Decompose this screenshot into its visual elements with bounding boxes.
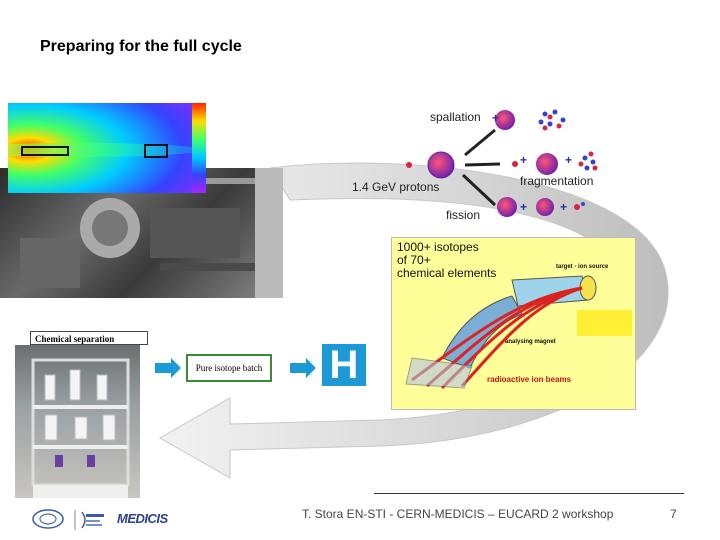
- simulation-heatmap: [0, 103, 203, 193]
- hospital-icon: H: [322, 344, 366, 386]
- heatmap-colorbar: [192, 103, 206, 193]
- medicis-logo: MEDICIS: [117, 511, 168, 526]
- spallation-label: spallation: [430, 110, 481, 124]
- isotope-separator-panel: [391, 237, 636, 410]
- page-number: 7: [670, 507, 677, 521]
- arrow-to-hospital: [290, 358, 316, 378]
- footer-divider: [374, 493, 684, 494]
- target-nucleus: [427, 151, 455, 179]
- plus-sign-3: +: [565, 153, 573, 167]
- plus-sign-2: +: [520, 153, 528, 167]
- plus-sign-5: +: [560, 200, 568, 214]
- plus-sign-1: +: [492, 111, 500, 125]
- analysing-magnet-label: analysing magnet: [505, 339, 556, 345]
- arrow-to-batch: [155, 358, 181, 378]
- plus-sign-4: +: [520, 200, 528, 214]
- footer-text: T. Stora EN-STI - CERN-MEDICIS – EUCARD …: [302, 507, 614, 521]
- fission-label: fission: [446, 208, 481, 222]
- beamline-sketch: [405, 275, 632, 390]
- chemical-separation-photo: [15, 345, 140, 498]
- slide-title: Preparing for the full cycle: [40, 38, 242, 55]
- isotope-count-text: 1000+ isotopes of 70+ chemical elements: [397, 241, 496, 280]
- radioactive-beams-label: radioactive ion beams: [487, 375, 572, 384]
- incoming-proton: [406, 162, 412, 168]
- reaction-diagram: [406, 107, 598, 217]
- pure-isotope-batch: Pure isotope batch: [186, 354, 272, 382]
- institute-logo-icon: [74, 510, 104, 530]
- isotopes-line-3: chemical elements: [397, 266, 497, 280]
- isotopes-line-1: 1000+ isotopes: [397, 240, 479, 254]
- isotopes-line-2: of 70+: [397, 253, 431, 267]
- chemical-separation-label: Chemical separation: [30, 331, 148, 345]
- target-ion-source-label: target - ion source: [556, 264, 609, 270]
- protons-label: 1.4 GeV protons: [352, 180, 440, 194]
- fragmentation-label: fragmentation: [520, 174, 594, 188]
- cern-logo-icon: [32, 509, 64, 529]
